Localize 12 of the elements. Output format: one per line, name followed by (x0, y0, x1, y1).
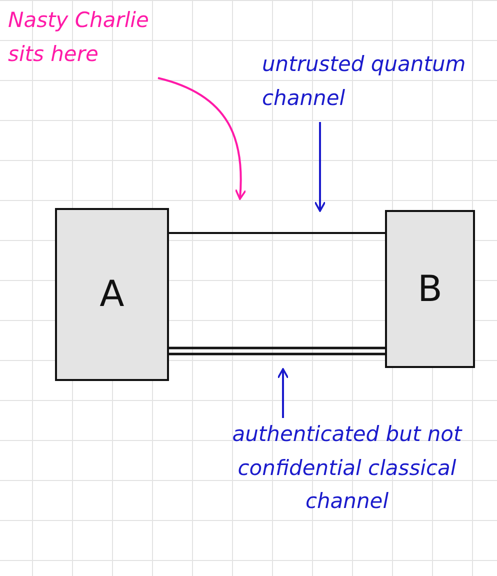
handwritten-note: untrusted quantum channel (262, 52, 466, 110)
party-label: B (418, 268, 442, 310)
handwritten-note: Nasty Charlie sits here (8, 8, 149, 66)
handwritten-note: authenticated but not confidential classical channel (232, 422, 462, 514)
party-box (385, 210, 475, 368)
arrow (277, 368, 289, 418)
party-label: A (100, 274, 124, 315)
arrow (158, 77, 246, 200)
party-box (55, 208, 169, 381)
channel-line (168, 346, 386, 356)
arrow (314, 122, 326, 212)
channel-line (169, 232, 385, 234)
